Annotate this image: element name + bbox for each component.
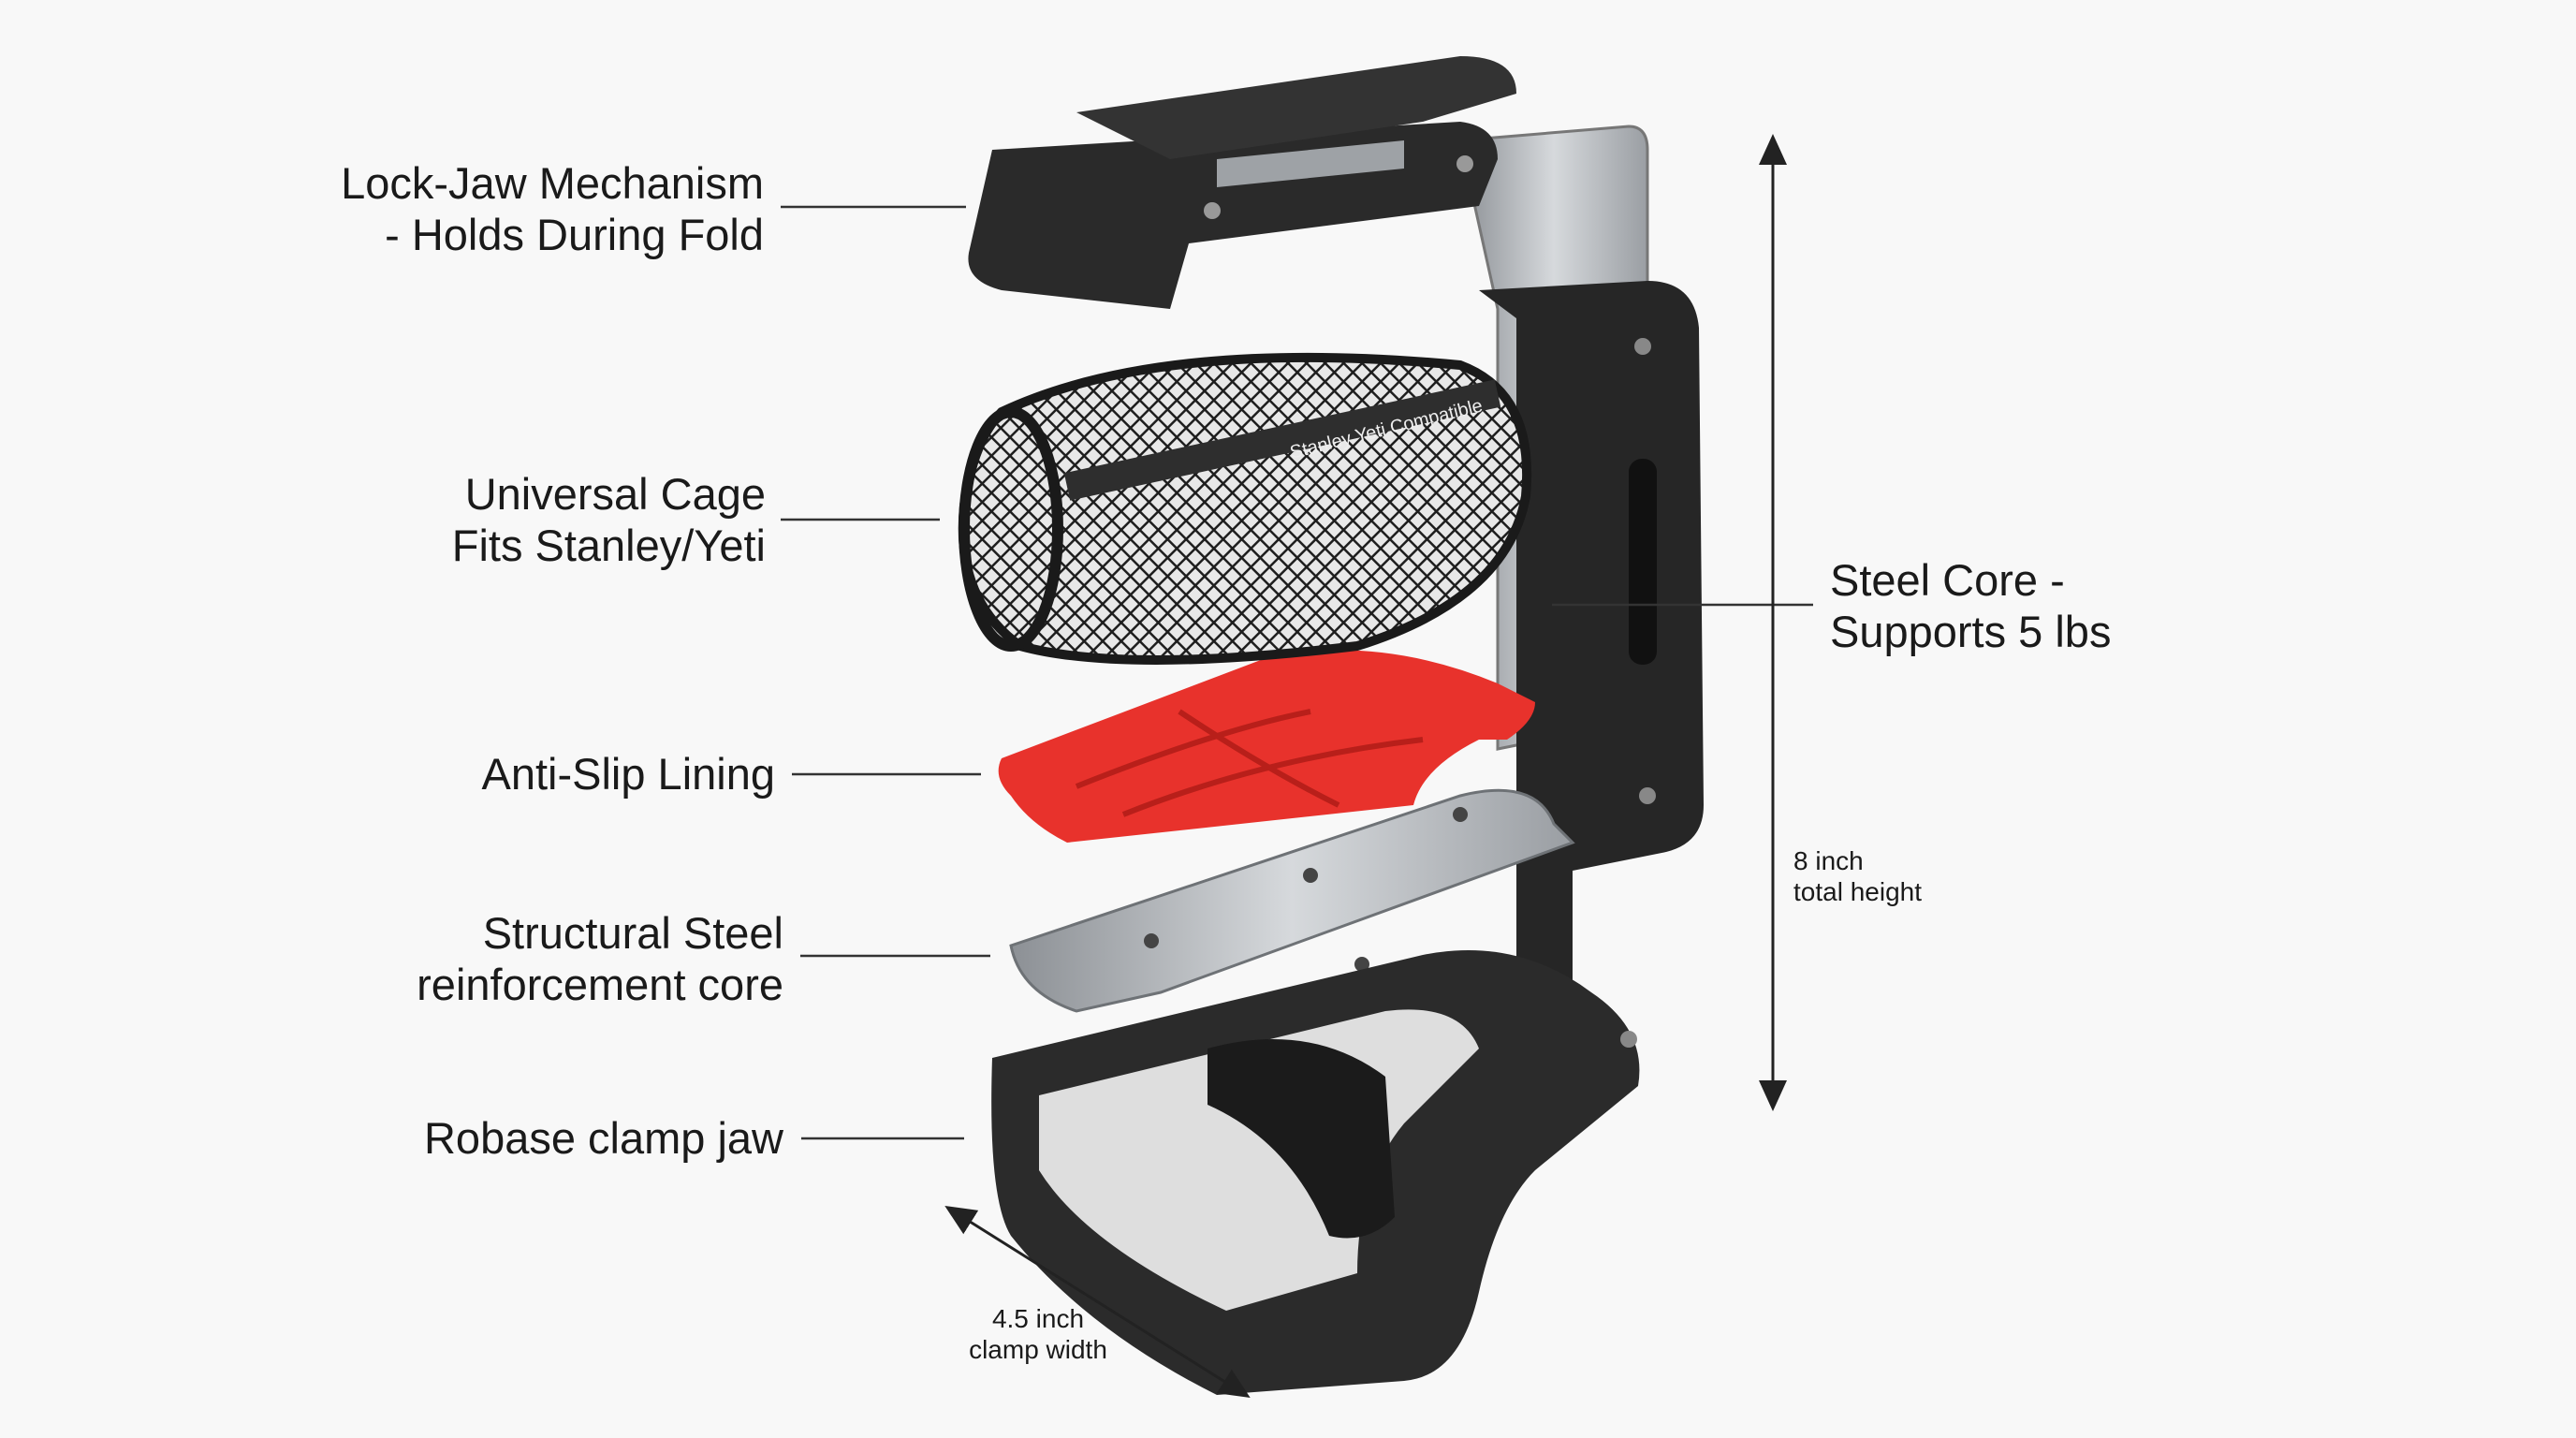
callout-text: Steel Core - bbox=[1830, 555, 2065, 605]
callout-text: - Holds During Fold bbox=[385, 210, 764, 259]
height-dimension-label: 8 inch total height bbox=[1793, 845, 1922, 907]
dimension-text: 8 inch bbox=[1793, 846, 1864, 875]
universal-cage: Stanley Yeti Compatible bbox=[958, 352, 1532, 665]
callout-text: Anti-Slip Lining bbox=[481, 749, 775, 799]
dimension-text: 4.5 inch bbox=[991, 1304, 1085, 1333]
callout-text: Supports 5 lbs bbox=[1830, 607, 2112, 656]
leader-lines bbox=[781, 205, 1813, 1140]
callout-lock-jaw: Lock-Jaw Mechanism - Holds During Fold bbox=[341, 157, 764, 260]
callout-text: Lock-Jaw Mechanism bbox=[341, 158, 764, 208]
callout-text: Universal Cage bbox=[464, 469, 766, 519]
callout-lining: Anti-Slip Lining bbox=[481, 748, 775, 800]
dimension-text: clamp width bbox=[969, 1335, 1107, 1364]
lock-jaw-mechanism bbox=[968, 56, 1516, 309]
dimension-text: total height bbox=[1793, 877, 1922, 906]
width-dimension-label: 4.5 inch clamp width bbox=[944, 1303, 1132, 1365]
callout-text: Structural Steel bbox=[482, 908, 783, 958]
callout-cage: Universal Cage Fits Stanley/Yeti bbox=[452, 468, 766, 571]
callout-steel-core: Steel Core - Supports 5 lbs bbox=[1830, 554, 2111, 657]
callout-text: Robase clamp jaw bbox=[423, 1113, 783, 1163]
callout-text: reinforcement core bbox=[417, 960, 783, 1009]
anti-slip-lining bbox=[998, 650, 1535, 843]
callout-text: Fits Stanley/Yeti bbox=[451, 521, 766, 570]
structural-steel-plate bbox=[1009, 788, 1575, 1028]
callout-clamp: Robase clamp jaw bbox=[424, 1112, 783, 1164]
width-dimension-arrow bbox=[944, 1206, 1251, 1398]
callout-structural: Structural Steel reinforcement core bbox=[417, 907, 783, 1010]
